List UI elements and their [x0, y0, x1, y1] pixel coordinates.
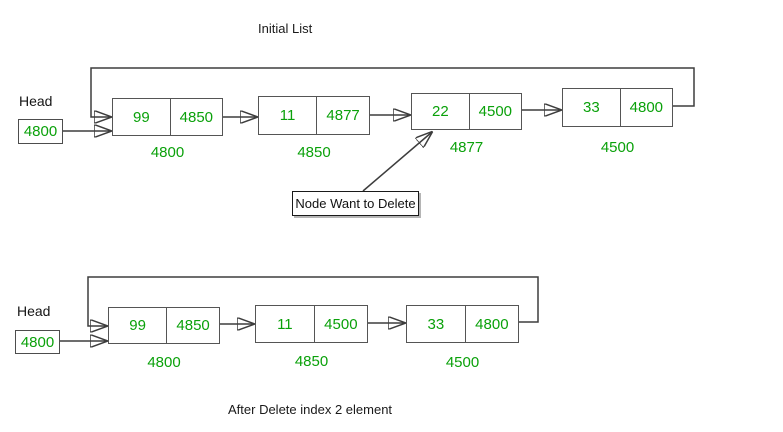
node-address-label: 4850: [297, 144, 331, 161]
list-node: 33 4800: [406, 305, 519, 343]
list-node: 11 4877: [258, 96, 370, 135]
node-next-pointer: 4850: [166, 308, 219, 343]
node-address-label: 4850: [294, 353, 329, 370]
node-value: 33: [582, 99, 600, 116]
node-value: 99: [129, 317, 146, 334]
node-address-label: 4877: [449, 139, 484, 156]
head-label-after: Head: [17, 303, 51, 319]
list-node: 33 4800: [562, 88, 673, 127]
node-address-label: 4500: [445, 354, 480, 371]
list-node: 99 4850: [112, 98, 223, 136]
list-node-to-delete: 22 4500: [411, 93, 522, 130]
node-value: 22: [431, 103, 449, 120]
node-value: 11: [277, 315, 293, 333]
node-next-pointer: 4850: [169, 99, 222, 135]
node-value: 33: [427, 315, 445, 333]
node-value: 99: [132, 108, 150, 126]
node-next-pointer: 4500: [468, 94, 521, 129]
list-node: 99 4850: [108, 307, 220, 344]
head-address-box-initial: 4800: [18, 119, 63, 144]
node-address-label: 4500: [600, 139, 635, 156]
head-label-initial: Head: [19, 93, 53, 109]
delete-callout-box: Node Want to Delete: [292, 191, 419, 216]
node-next-pointer: 4500: [313, 306, 367, 342]
node-next-pointer: 4877: [316, 97, 369, 134]
initial-list-title: Initial List: [258, 21, 313, 36]
head-address-box-after: 4800: [15, 330, 60, 354]
node-address-label: 4800: [147, 354, 181, 371]
node-address-label: 4800: [150, 144, 185, 161]
node-value: 11: [279, 107, 296, 124]
list-node: 11 4500: [255, 305, 368, 343]
after-delete-caption: After Delete index 2 element: [228, 402, 393, 417]
node-next-pointer: 4800: [619, 89, 672, 126]
node-next-pointer: 4800: [464, 306, 518, 342]
